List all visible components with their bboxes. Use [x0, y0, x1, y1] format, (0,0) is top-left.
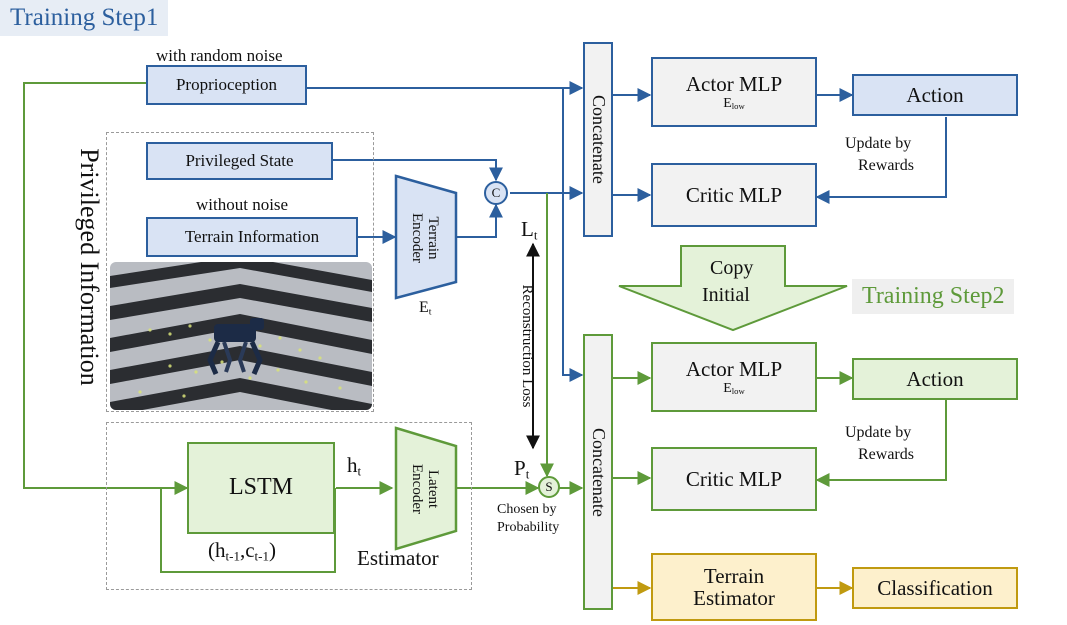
- action2-to-critic-arrow: [815, 400, 947, 487]
- actor-mlp-label-step1: Actor MLP: [685, 71, 783, 96]
- action-label-step2: Action: [906, 366, 964, 391]
- terrain-information-box: Terrain Information: [146, 217, 358, 257]
- copy-label: Copy: [710, 257, 754, 279]
- concatenate-bar-step1: Concatenate: [583, 42, 613, 237]
- proprioception-label: Proprioception: [175, 75, 278, 95]
- critic-mlp-label-step2: Critic MLP: [685, 466, 783, 491]
- terrain-encoder-label: Terrain Encoder: [409, 204, 441, 272]
- estimate-label-pt: Pt: [514, 456, 530, 482]
- rewards-label-step2: Rewards: [858, 446, 914, 463]
- lstm-recurrent-loop: [160, 488, 336, 573]
- privileged-group-outline: [106, 132, 374, 412]
- training-step1-title: Training Step1: [0, 0, 169, 36]
- latent-encoder-label: Latent Encoder: [409, 455, 441, 523]
- estimator-label: Estimator: [357, 546, 439, 570]
- update-by-label-step1: Update by: [845, 135, 912, 152]
- action-to-critic-arrow: [815, 117, 947, 204]
- lstm-box: LSTM: [187, 442, 335, 534]
- latent-encoder-text: Latent Encoder: [409, 464, 441, 514]
- without-noise-note: without noise: [196, 195, 289, 214]
- action-box-step2: Action: [852, 358, 1018, 400]
- privileged-to-c-arrow: [333, 159, 503, 182]
- estimator-group-outline: [106, 422, 472, 590]
- terrain-estimator-line2: Estimator: [693, 586, 775, 610]
- terrain-encoder-shape: [394, 174, 458, 300]
- privileged-information-label: Privileged Information: [75, 148, 104, 386]
- hidden-state-ht-label: ht: [347, 453, 362, 479]
- initial-label: Initial: [702, 284, 750, 306]
- actor-mlp-symbol-step1: Elow: [723, 95, 745, 111]
- robot-scene-image: [110, 262, 372, 410]
- terrain-estimator-box: Terrain Estimator: [651, 553, 817, 621]
- critic-mlp-box-step1: Critic MLP: [651, 163, 817, 227]
- classification-label: Classification: [877, 575, 993, 600]
- actor-mlp-symbol-step2: Elow: [723, 380, 745, 396]
- privileged-state-label: Privileged State: [185, 151, 294, 171]
- latent-encoder-shape: [394, 426, 458, 551]
- update-by-label-step2: Update by: [845, 424, 912, 441]
- encoder-to-c-arrow: [456, 203, 503, 238]
- proprioception-box: Proprioception: [146, 65, 307, 105]
- recurrent-state-label: (ht-1,ct-1): [208, 538, 277, 564]
- critic-mlp-label-step1: Critic MLP: [685, 182, 783, 207]
- proprio-to-step2-arrow: [562, 88, 584, 382]
- actor-mlp-label-step2: Actor MLP: [685, 356, 783, 381]
- rewards-label-step1: Rewards: [858, 157, 914, 174]
- concatenate-label-step1: Concatenate: [588, 95, 609, 184]
- chosen-by-label: Chosen by: [497, 502, 557, 517]
- terrain-information-label: Terrain Information: [184, 227, 320, 247]
- actor-mlp-box-step1: Actor MLP Elow: [651, 57, 817, 127]
- probability-label: Probability: [497, 520, 560, 535]
- action-box-step1: Action: [852, 74, 1018, 116]
- action-label-step1: Action: [906, 82, 964, 107]
- robot-scene-illustration: [110, 262, 372, 410]
- terrain-encoder-symbol: Et: [419, 299, 432, 318]
- proprio-to-lstm-arrow: [23, 82, 189, 495]
- concat-node-c: C: [484, 181, 508, 205]
- copy-initial-arrow: [618, 245, 848, 332]
- select-node-s: S: [538, 476, 560, 498]
- latent-label-lt: Lt: [521, 217, 538, 243]
- training-step2-title: Training Step2: [852, 279, 1015, 314]
- critic-mlp-box-step2: Critic MLP: [651, 447, 817, 511]
- concatenate-bar-step2: Concatenate: [583, 334, 613, 610]
- reconstruction-loss-label: Reconstruction Loss: [519, 284, 535, 408]
- classification-box: Classification: [852, 567, 1018, 609]
- terrain-encoder-text: Terrain Encoder: [409, 213, 441, 263]
- lstm-label: LSTM: [228, 474, 293, 501]
- actor-mlp-box-step2: Actor MLP Elow: [651, 342, 817, 412]
- random-noise-note: with random noise: [156, 46, 283, 65]
- privileged-state-box: Privileged State: [146, 142, 333, 180]
- concatenate-label-step2: Concatenate: [588, 427, 609, 517]
- terrain-estimator-line1: Terrain: [703, 563, 765, 588]
